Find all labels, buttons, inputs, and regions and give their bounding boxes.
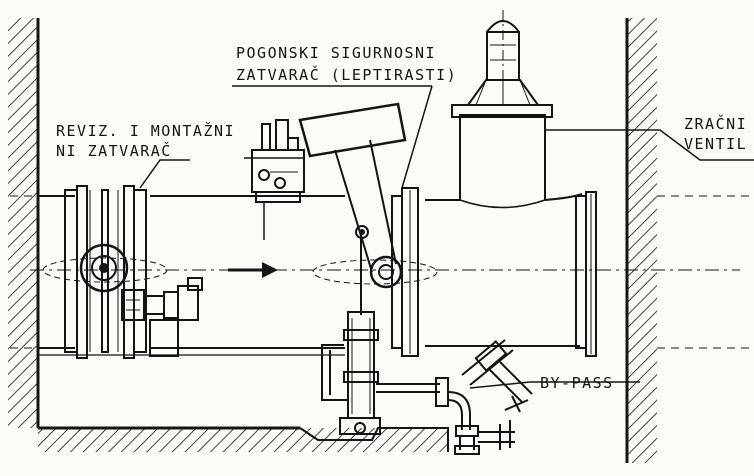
leader-lines [139, 85, 754, 389]
label-pogonski-line2: ZATVARAČ (LEPTIRASTI) [236, 66, 458, 84]
bypass-line [435, 339, 533, 455]
air-valve [451, 10, 553, 209]
right-wall [625, 18, 657, 463]
label-zracni-line2: VENTIL [684, 135, 748, 153]
label-bypass: BY-PASS [540, 374, 614, 392]
floor [38, 426, 449, 452]
left-wall [8, 18, 40, 428]
label-pogonski-line1: POGONSKI SIGURNOSNI [236, 44, 437, 62]
label-zracni-line1: ZRAČNI [684, 115, 748, 133]
main-pipe [10, 193, 750, 356]
revision-valve [42, 185, 203, 359]
flow-arrow [228, 262, 278, 278]
label-reviz-line2: NI ZATVARAČ [56, 142, 172, 160]
limit-switch [244, 119, 305, 240]
butterfly-valve [298, 102, 440, 435]
label-reviz-line1: REVIZ. I MONTAŽNI [56, 122, 236, 140]
outlet-flange [575, 191, 597, 357]
